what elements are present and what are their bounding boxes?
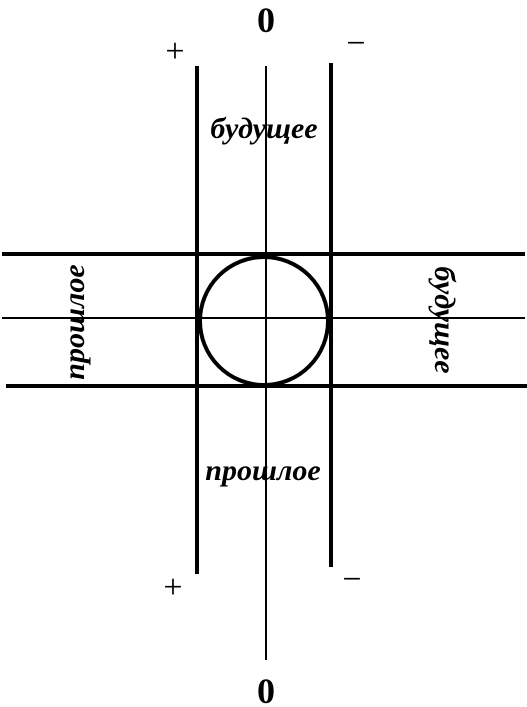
minus-bottom-label: −: [342, 561, 361, 598]
past-bottom-label: прошлое: [205, 454, 320, 487]
central-circle: [198, 255, 330, 387]
zero-top-label: 0: [257, 0, 275, 40]
future-right-label: будущее: [428, 266, 461, 373]
past-left-label: прошлое: [58, 264, 91, 379]
zero-bottom-label: 0: [257, 671, 275, 707]
plus-top-label: +: [165, 33, 184, 70]
minus-top-label: −: [346, 25, 365, 62]
plus-bottom-label: +: [163, 569, 182, 606]
future-top-label: будущее: [210, 112, 317, 145]
